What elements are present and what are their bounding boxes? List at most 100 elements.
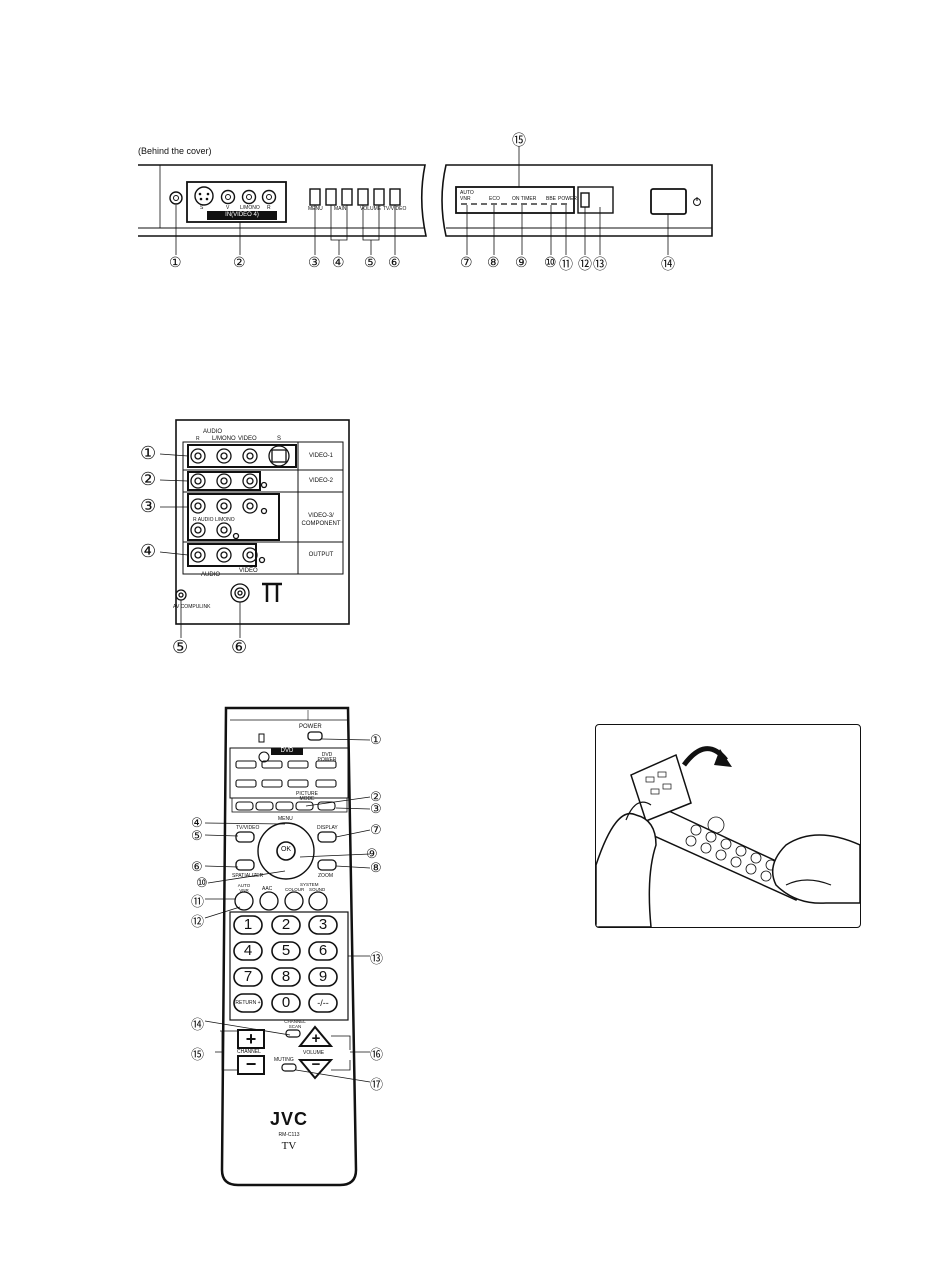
front-panel-diagram: (Behind the cover) IN(VIDEO 4) S V L/MON… (0, 0, 950, 300)
remote-callout-11: ⑪ (191, 894, 205, 909)
jack-label-lmono: L/MONO (240, 205, 260, 211)
row3-audio-label: R AUDIO L/MONO (193, 517, 235, 523)
callout-8: ⑧ (487, 254, 500, 270)
digit-1[interactable]: 1 (243, 916, 253, 933)
remote-spatializer-label: SPATIALIZER (232, 873, 264, 879)
rear-lmono-top-label: L/MONO (212, 436, 236, 442)
rear-callout-2: ② (140, 469, 157, 489)
remote-callout-12: ⑫ (191, 914, 205, 929)
remote-dvd-label: DVD (280, 748, 294, 754)
digit-8[interactable]: 8 (281, 968, 291, 985)
callout-6: ⑥ (388, 254, 401, 270)
volume-down-button[interactable]: − (311, 1056, 321, 1073)
digit-9[interactable]: 9 (318, 968, 328, 985)
callout-1: ① (169, 254, 182, 270)
remote-callout-9: ⑨ (366, 846, 378, 861)
rear-callout-1: ① (140, 443, 157, 463)
rear-callout-5: ⑤ (172, 637, 189, 657)
indicator-bbe: BBE (546, 196, 557, 202)
rear-video-bottom-label: VIDEO (239, 568, 258, 574)
main-power-button[interactable] (651, 189, 686, 214)
volume-button-label: VOLUME (360, 206, 382, 212)
remote-callout-1: ① (370, 732, 382, 747)
rear-callout-3: ③ (140, 496, 157, 516)
compulink-label: AV COMPULINK (173, 604, 211, 610)
channel-up-button[interactable]: + (245, 1029, 257, 1049)
remote-zoom-label: ZOOM (318, 873, 333, 879)
remote-menu-label: MENU (278, 816, 293, 822)
callout-2: ② (233, 254, 246, 270)
indicator-on-timer: ON TIMER (512, 196, 537, 202)
av-input-label: IN(VIDEO 4) (225, 212, 259, 218)
callout-3: ③ (308, 254, 321, 270)
indicator-auto-vnr: AUTO VNR (460, 190, 474, 202)
rear-audio-bottom-label: AUDIO (201, 572, 221, 578)
front-panel-button-5[interactable] (374, 189, 384, 205)
jack-label-s: S (200, 205, 204, 211)
muting-button[interactable] (282, 1064, 296, 1071)
row-label-output: OUTPUT (308, 552, 334, 558)
remote-callout-4: ④ (191, 815, 203, 830)
front-panel-button-6[interactable] (390, 189, 400, 205)
remote-aac-label: AAC (262, 886, 273, 892)
remote-callout-6: ⑥ (191, 859, 203, 874)
callout-9: ⑨ (515, 254, 528, 270)
rear-video-top-label: VIDEO (238, 436, 257, 442)
remote-callout-10: ⑩ (196, 875, 208, 890)
digit-6[interactable]: 6 (318, 942, 328, 959)
digit-0[interactable]: 0 (281, 994, 291, 1011)
behind-cover-caption: (Behind the cover) (138, 146, 212, 156)
remote-brand-logo: JVC (269, 1109, 308, 1129)
remote-callout-2: ② (370, 789, 382, 804)
remote-tv-video-label: TV/VIDEO (236, 825, 260, 831)
rear-s-top-label: S (277, 436, 282, 442)
callout-11: ⑪ (559, 256, 573, 272)
digit-2[interactable]: 2 (281, 916, 291, 933)
front-panel-button-1[interactable] (310, 189, 320, 205)
volume-up-button[interactable]: + (311, 1030, 321, 1047)
remote-callout-14: ⑭ (191, 1017, 205, 1032)
remote-muting-label: MUTING (274, 1057, 294, 1063)
remote-dvd-power-label: DVD POWER (317, 752, 337, 763)
menu-button-label: MENU (308, 206, 323, 212)
callout-15: ⑮ (512, 132, 526, 148)
callout-14: ⑭ (661, 256, 675, 272)
remote-power-button[interactable] (308, 732, 322, 740)
callout-4: ④ (332, 254, 345, 270)
main-button-label: MAIN (334, 206, 347, 212)
callout-10: ⑩ (544, 254, 557, 270)
remote-callout-16: ⑯ (370, 1047, 384, 1062)
channel-down-button[interactable]: − (245, 1054, 257, 1074)
remote-callout-17: ⑰ (370, 1077, 384, 1092)
remote-ok-button[interactable] (277, 842, 295, 860)
digit-3[interactable]: 3 (318, 916, 328, 933)
front-panel-button-2[interactable] (326, 189, 336, 205)
rear-r-top-label: R (196, 436, 200, 442)
callout-13: ⑬ (593, 256, 607, 272)
remote-channel-scan-label: CHANNEL SCAN (284, 1019, 306, 1029)
digit-4[interactable]: 4 (243, 942, 253, 959)
row-label-video3: VIDEO-3/ COMPONENT (301, 513, 341, 527)
front-panel-button-4[interactable] (358, 189, 368, 205)
dash-button[interactable]: -/-- (317, 998, 329, 1008)
remote-volume-label: VOLUME (303, 1050, 325, 1056)
remote-auto-vnr-label: AUTO VNR (237, 883, 251, 893)
row-label-video1: VIDEO-1 (308, 453, 333, 459)
rear-audio-top-label: AUDIO (203, 429, 223, 435)
callout-12: ⑫ (578, 256, 592, 272)
remote-sound-label: SOUND (309, 887, 326, 892)
digit-7[interactable]: 7 (243, 968, 253, 985)
row-label-video2: VIDEO-2 (308, 478, 333, 484)
front-panel-button-3[interactable] (342, 189, 352, 205)
digit-5[interactable]: 5 (281, 942, 291, 959)
remote-control-diagram: POWER DVD DVD POWER PICTURE MODE MENU TV… (0, 700, 420, 1200)
rear-callout-6: ⑥ (231, 637, 248, 657)
remote-power-label: POWER (299, 724, 322, 730)
remote-callout-13: ⑬ (370, 951, 384, 966)
callout-5: ⑤ (364, 254, 377, 270)
return-button[interactable]: RETURN + (235, 1000, 261, 1006)
remote-callout-8: ⑧ (370, 860, 382, 875)
remote-model-label: RM-C113 (278, 1132, 300, 1138)
rear-callout-4: ④ (140, 541, 157, 561)
remote-colour-label: COLOUR (285, 887, 305, 892)
